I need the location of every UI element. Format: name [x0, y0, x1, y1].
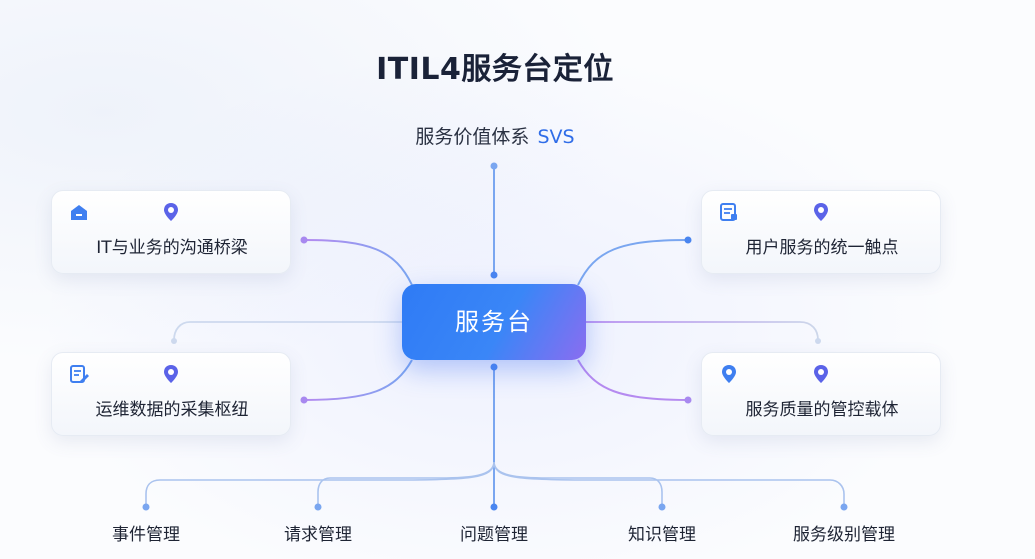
page-title: ITIL4服务台定位 [376, 52, 614, 87]
line-hub-card-br [577, 359, 689, 401]
branch-5 [493, 461, 845, 507]
bottom-node-incident: 事件管理 [112, 525, 180, 545]
location-pin-icon [722, 365, 736, 383]
svs-node: 服务价值体系 SVS [0, 122, 990, 149]
hub-node: 服务台 [402, 284, 586, 360]
location-pin-icon [164, 203, 178, 221]
dot-bottom-4 [658, 503, 666, 511]
card-quality: 服务质量的管控载体 [701, 352, 941, 436]
bottom-node-knowledge: 知识管理 [628, 525, 696, 545]
card-label: IT与业务的沟通桥梁 [96, 238, 248, 258]
dot-card-bl [300, 396, 308, 404]
dot-svs-bottom [490, 271, 498, 279]
bottom-node-problem: 问题管理 [460, 525, 528, 545]
card-label: 服务质量的管控载体 [745, 400, 899, 420]
dot-trunk-top [490, 363, 498, 371]
line-horizontal-left [173, 321, 402, 341]
dot-horizontal-right [815, 338, 821, 344]
bottom-node-request: 请求管理 [284, 525, 352, 545]
dot-card-tl [300, 236, 308, 244]
card-bridge: IT与业务的沟通桥梁 [51, 190, 291, 274]
dot-svs-top [490, 162, 498, 170]
branch-2 [317, 461, 495, 507]
line-horizontal-right [586, 321, 819, 341]
card-label: 运维数据的采集枢纽 [95, 400, 249, 420]
dot-bottom-3 [490, 503, 498, 511]
location-pin-icon [164, 365, 178, 383]
line-hub-card-bl [303, 359, 413, 401]
line-hub-card-tr [577, 239, 689, 286]
svs-label: 服务价值体系 [415, 126, 530, 148]
home-icon [71, 205, 87, 220]
edit-document-icon [70, 365, 89, 383]
location-pin-icon [814, 203, 828, 221]
dot-card-br [684, 396, 692, 404]
document-icon [720, 203, 737, 221]
dot-card-tr [684, 236, 692, 244]
dot-bottom-1 [142, 503, 150, 511]
dot-bottom-5 [840, 503, 848, 511]
dot-bottom-2 [314, 503, 322, 511]
card-touchpoint: 用户服务的统一触点 [701, 190, 941, 274]
bottom-node-service-level: 服务级别管理 [793, 525, 895, 545]
svs-accent: SVS [537, 126, 575, 148]
card-label: 用户服务的统一触点 [745, 238, 899, 258]
dot-horizontal-left [171, 338, 177, 344]
branch-4 [493, 461, 663, 507]
line-hub-card-tl [303, 239, 413, 286]
location-pin-icon [814, 365, 828, 383]
card-data-hub: 运维数据的采集枢纽 [51, 352, 291, 436]
